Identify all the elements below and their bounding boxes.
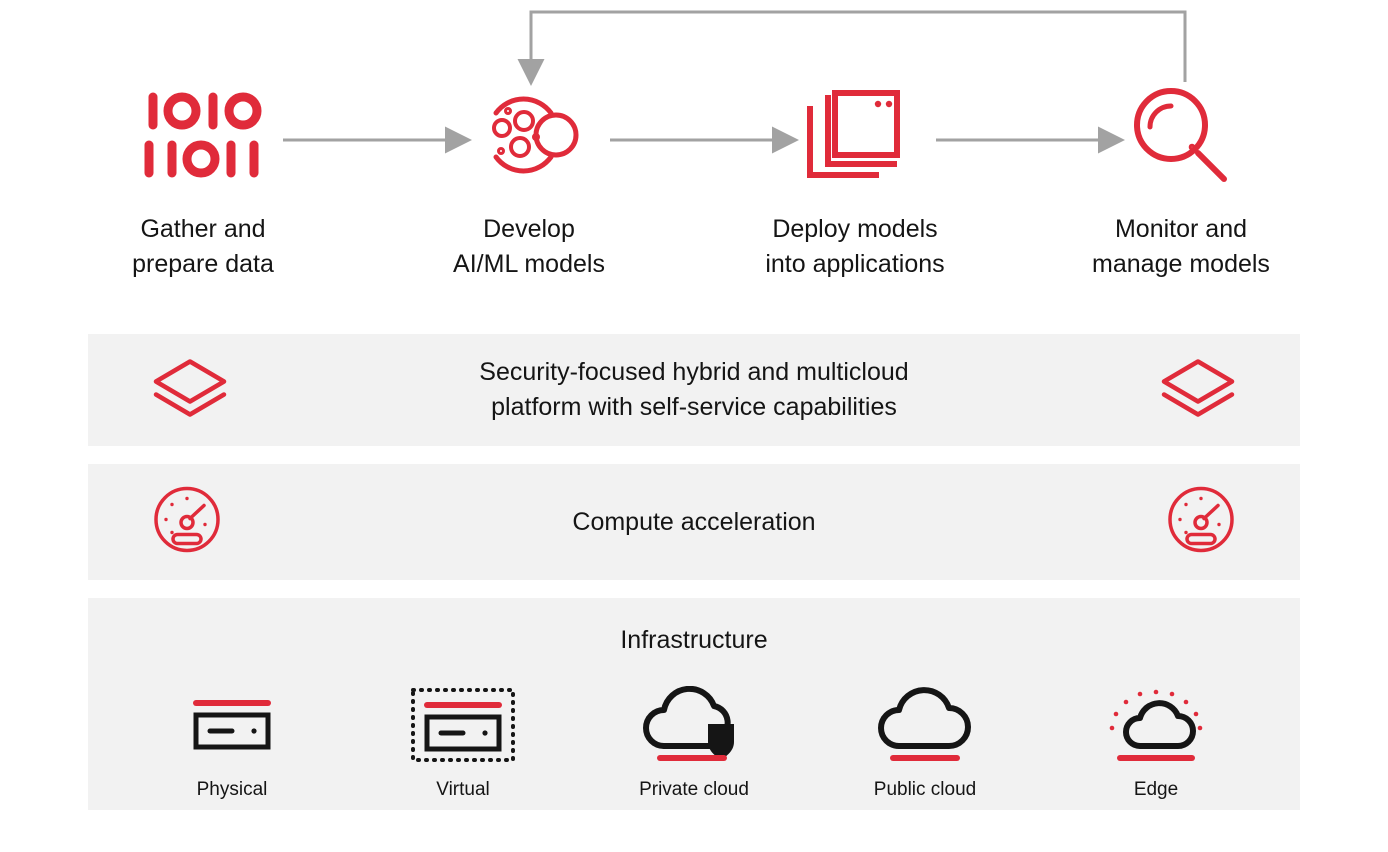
infrastructure-item-public-cloud: Public cloud (815, 682, 1035, 802)
infrastructure-item-physical: Physical (122, 682, 342, 802)
band-compute: Compute acceleration (88, 464, 1300, 580)
pipeline-section: Gather and prepare data (0, 0, 1388, 300)
speedometer-icon (1166, 485, 1236, 560)
speedometer-icon (152, 485, 222, 560)
infrastructure-item-private-cloud: Private cloud (584, 682, 804, 802)
infrastructure-item-virtual: Virtual (353, 682, 573, 802)
pipeline-step-label: Monitor and manage models (1092, 215, 1270, 278)
layers-icon (152, 356, 228, 425)
infrastructure-title: Infrastructure (620, 626, 768, 654)
pipeline-step-label: Deploy models into applications (765, 215, 945, 278)
magnifier-icon (1031, 80, 1331, 190)
layers-icon (1160, 356, 1236, 425)
binary-data-icon (53, 80, 353, 190)
cloud-shield-icon (584, 682, 804, 768)
infrastructure-items: Physical Virtual (88, 658, 1300, 802)
infrastructure-item-label: Physical (196, 779, 268, 800)
band-compute-title: Compute acceleration (572, 507, 816, 536)
pipeline-step-monitor: Monitor and manage models (1031, 80, 1331, 282)
band-platform: Security-focused hybrid and multicloud p… (88, 334, 1300, 446)
virtual-server-icon (353, 682, 573, 768)
pipeline-arrows (283, 10, 1187, 154)
infrastructure-item-edge: Edge (1046, 682, 1266, 802)
pipeline-step-deploy: Deploy models into applications (705, 80, 1005, 282)
stacked-windows-icon (705, 80, 1005, 190)
edge-cloud-icon (1046, 682, 1266, 768)
infrastructure-item-label: Virtual (436, 779, 490, 800)
infrastructure-item-label: Edge (1133, 779, 1179, 800)
pipeline-step-label: Gather and prepare data (132, 215, 274, 278)
model-development-icon (379, 80, 679, 190)
pipeline-step-develop: Develop AI/ML models (379, 80, 679, 282)
band-platform-title: Security-focused hybrid and multicloud p… (479, 358, 909, 421)
cloud-icon (815, 682, 1035, 768)
band-infrastructure: Infrastructure Physical (88, 598, 1300, 810)
pipeline-step-label: Develop AI/ML models (453, 215, 605, 278)
infrastructure-item-label: Public cloud (873, 779, 977, 800)
arrow-monitor-feedback-to-develop (517, 10, 1187, 86)
server-icon (122, 682, 342, 768)
pipeline-step-gather: Gather and prepare data (53, 80, 353, 282)
infrastructure-item-label: Private cloud (639, 779, 749, 800)
